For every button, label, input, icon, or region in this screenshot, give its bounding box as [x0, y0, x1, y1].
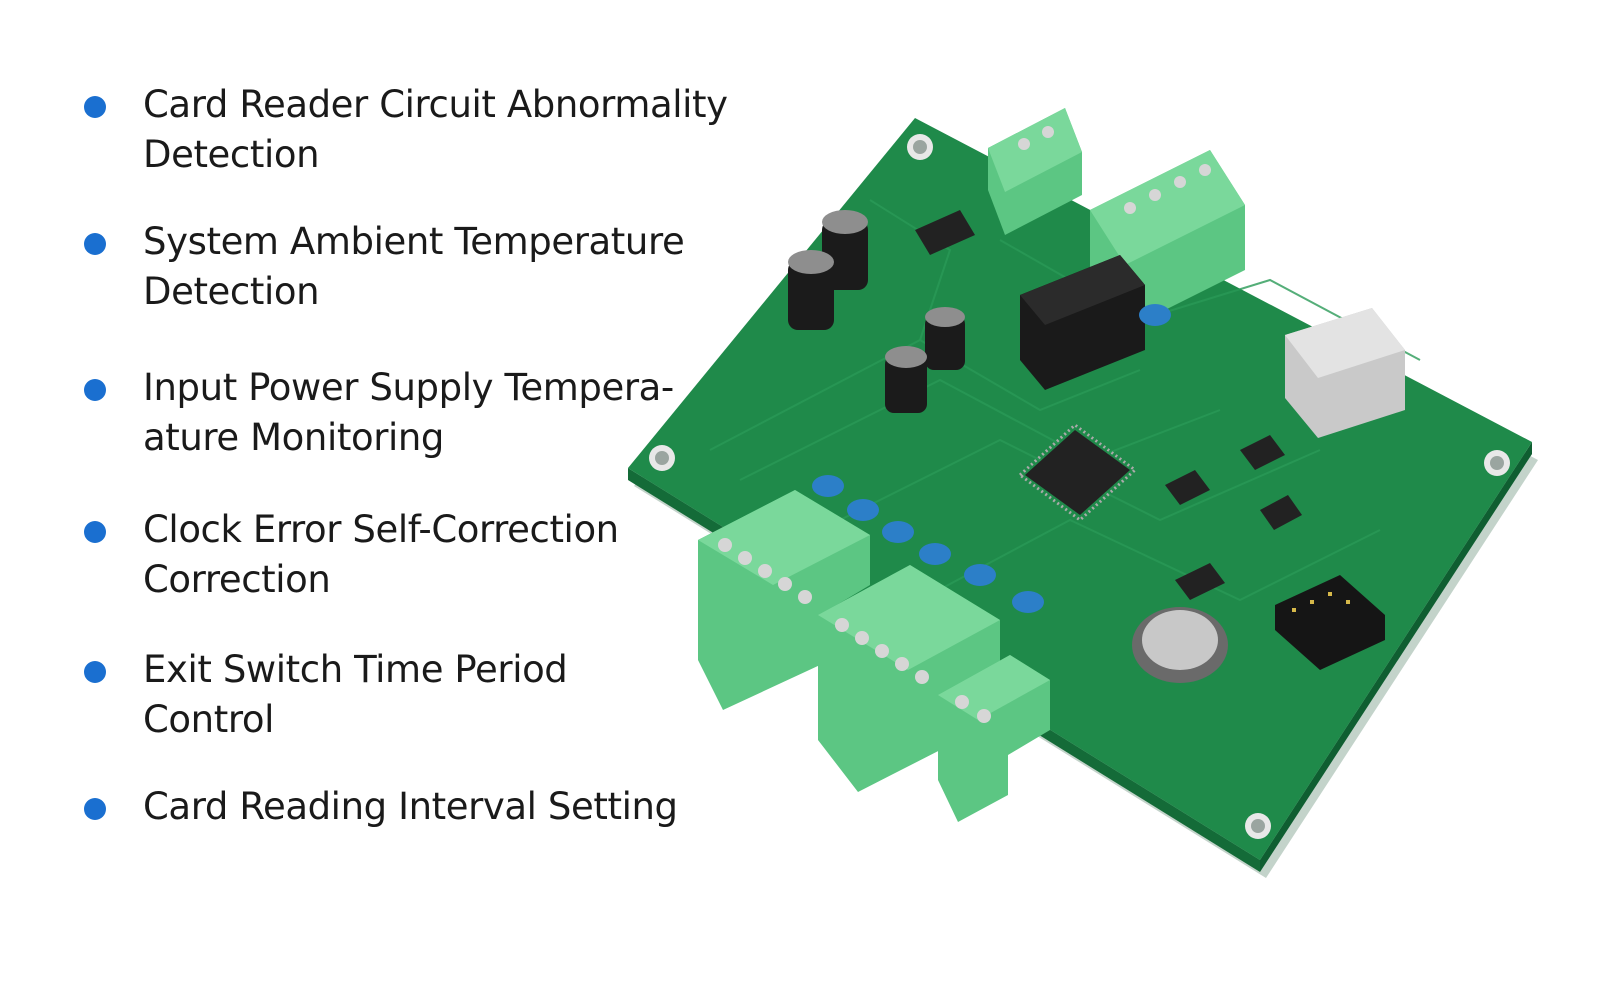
terminal-block-bottom-left: [698, 490, 870, 710]
bullet-dot: [84, 233, 106, 255]
bullet-dot: [84, 661, 106, 683]
terminal-block-top-small: [988, 108, 1082, 235]
circuit-board-photo: [628, 108, 1538, 878]
electrolytic-capacitors: [788, 210, 965, 413]
relay: [1020, 255, 1145, 390]
microcontroller-chip: [1017, 423, 1138, 522]
bullet-dot: [84, 96, 106, 118]
pin-header: [1275, 575, 1385, 670]
feature-label: Exit Switch Time Period Control: [143, 648, 568, 741]
terminal-block-bottom-right: [938, 655, 1050, 822]
coin-battery: [1132, 607, 1228, 683]
bullet-dot: [84, 798, 106, 820]
feature-label: Clock Error Self-Correction Correction: [143, 508, 619, 601]
feature-label: Card Reading Interval Setting: [143, 785, 678, 828]
feature-label: Card Reader Circuit Abnormality Detectio…: [143, 83, 728, 176]
ethernet-port: [1285, 308, 1405, 438]
mounting-holes: [649, 134, 1510, 839]
feature-label: System Ambient Temperature Detection: [143, 220, 685, 313]
feature-label: Input Power Supply Tempera- ature Monito…: [143, 366, 674, 459]
smd-chips: [915, 210, 1302, 600]
bullet-dot: [84, 379, 106, 401]
ceramic-capacitors: [812, 304, 1171, 613]
terminal-block-bottom-center: [818, 565, 1000, 792]
bullet-dot: [84, 521, 106, 543]
